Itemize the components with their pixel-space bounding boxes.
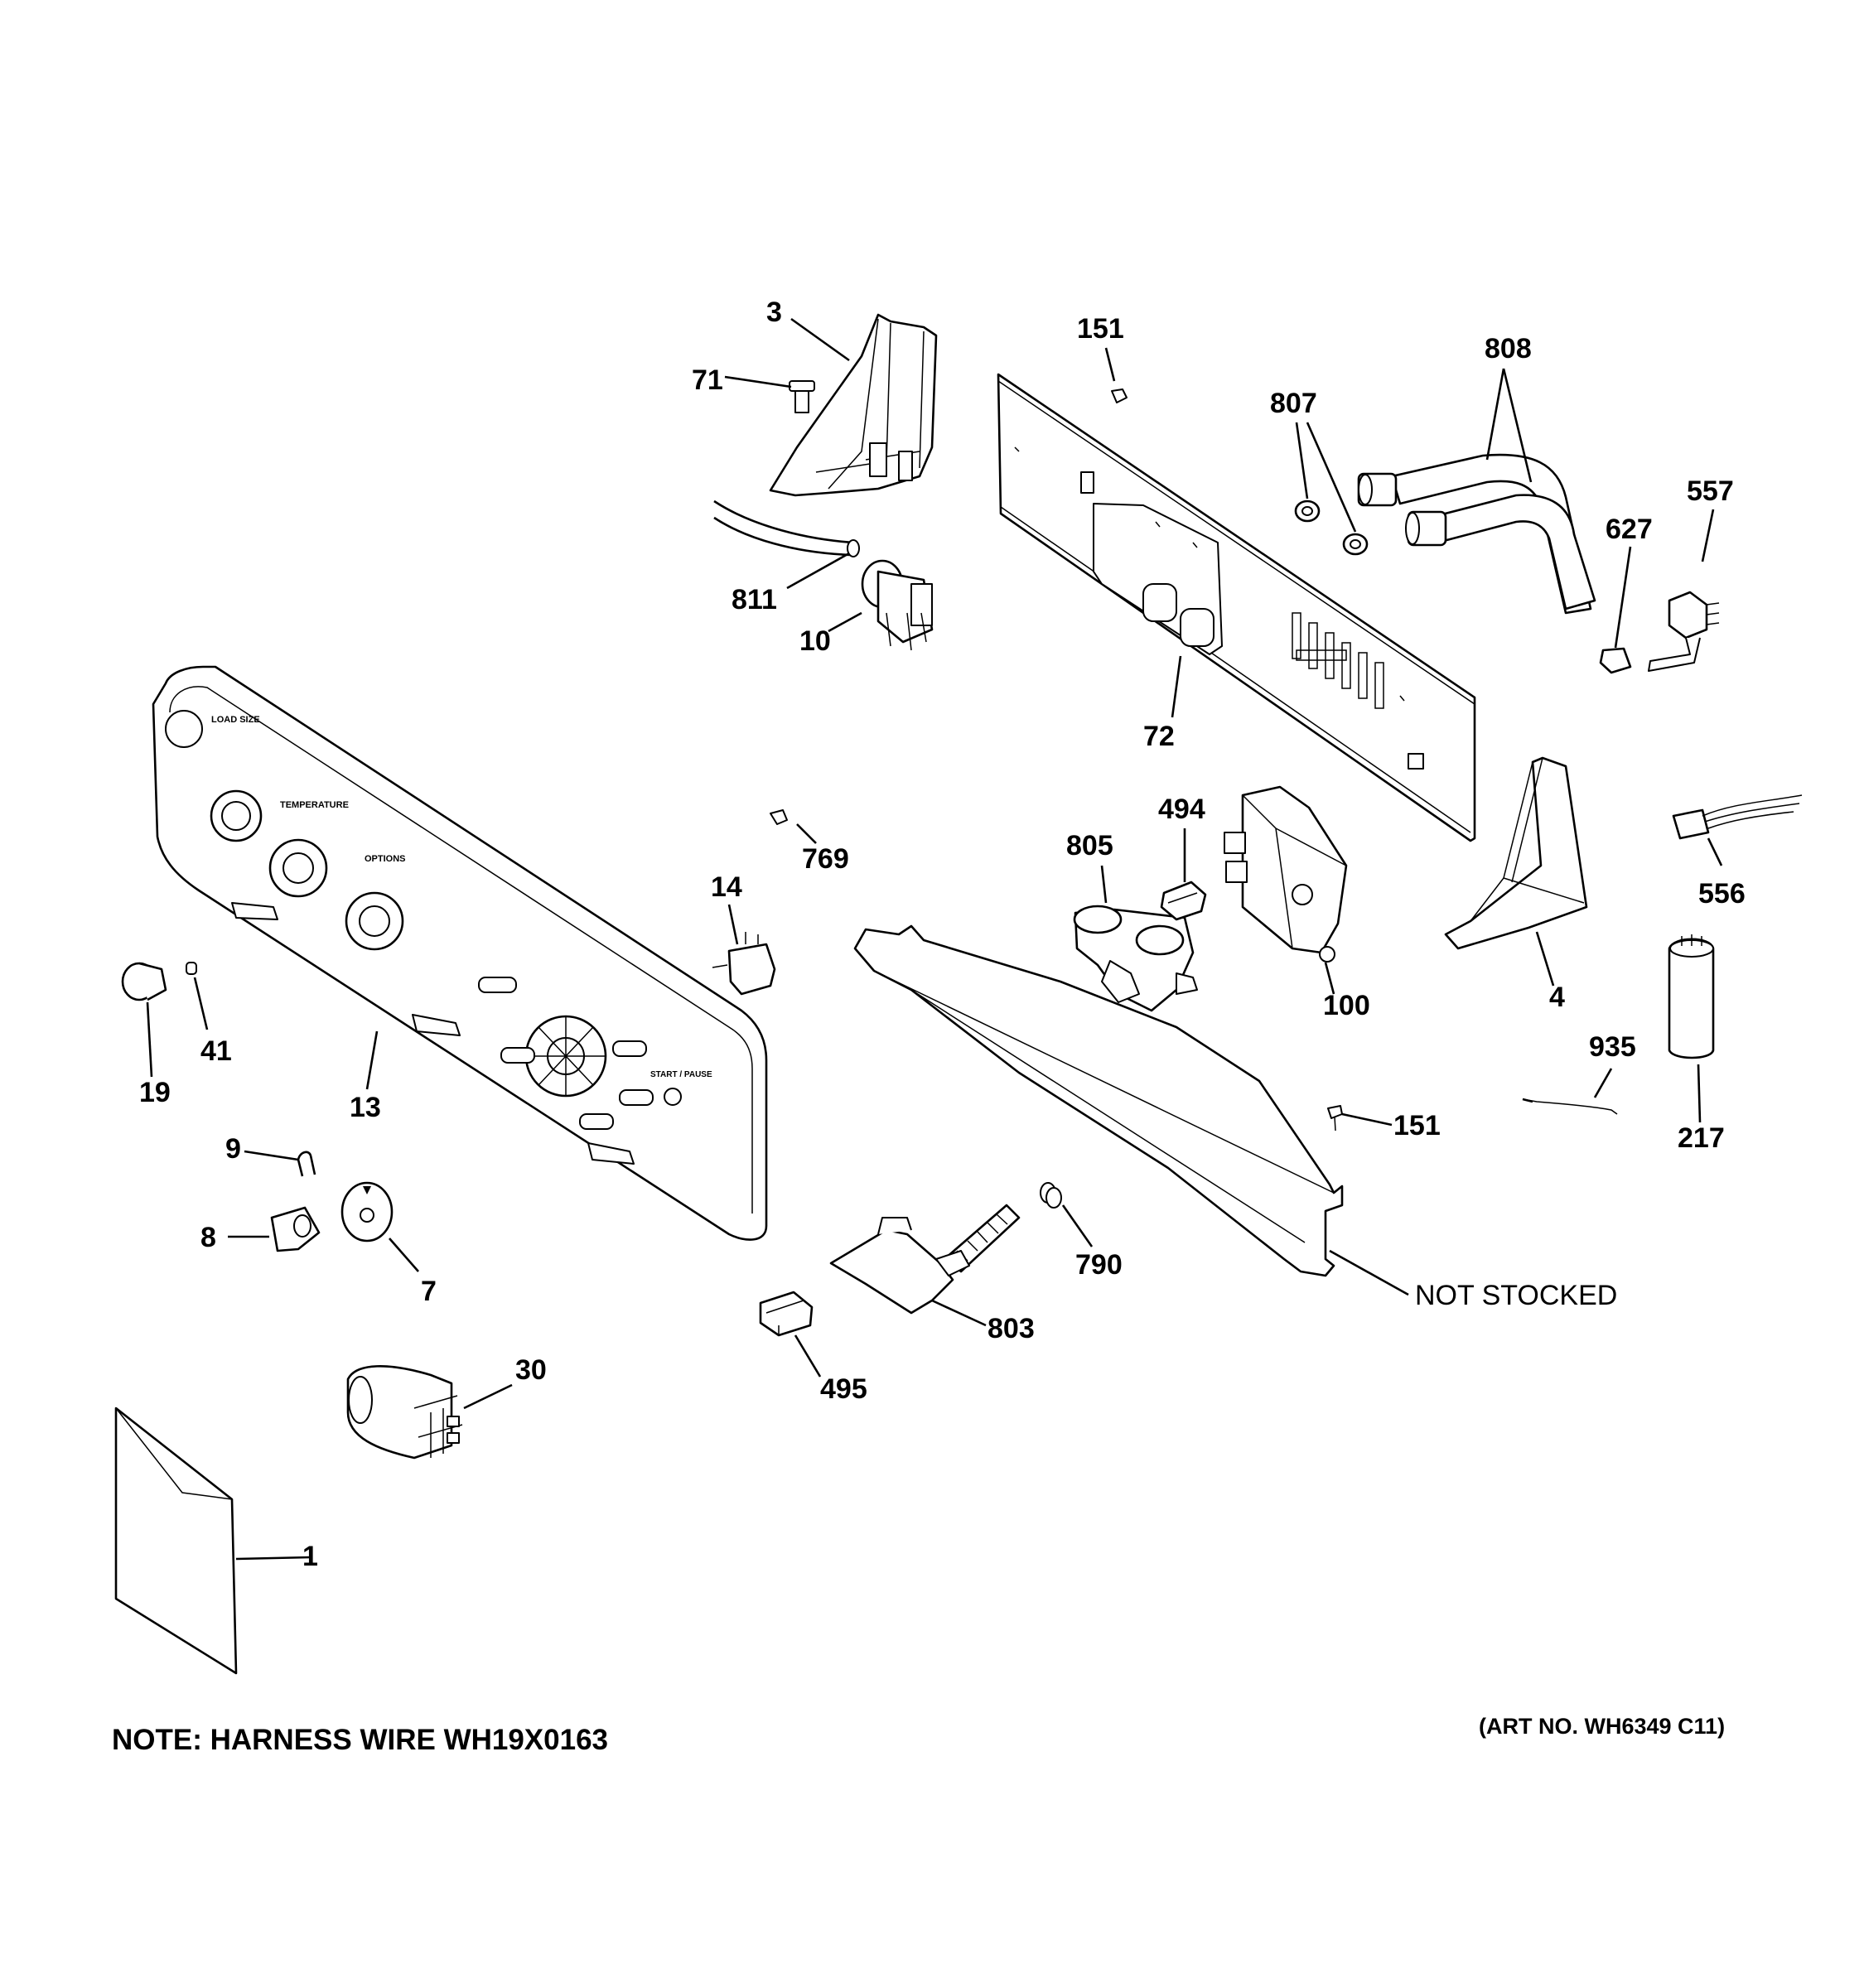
callout-151-lower: 151 [1393,1110,1441,1141]
callout-41: 41 [200,1035,232,1067]
part-935-wire [1522,1098,1618,1115]
callout-808: 808 [1485,333,1532,364]
part-13-control-panel: LOAD SIZE TEMPERATURE OPTIONS START / PA… [152,665,768,1241]
callout-14: 14 [711,871,742,903]
part-627-grommet [1599,647,1632,674]
not-stocked-bracket [853,924,1344,1277]
callout-807: 807 [1270,388,1317,419]
callout-labels: 3 71 151 807 808 557 627 811 10 72 494 8… [139,297,1746,1572]
callout-13: 13 [350,1092,381,1123]
part-811-hose [713,499,860,557]
callout-151-top: 151 [1077,313,1124,345]
art-number: (ART NO. WH6349 C11) [1479,1714,1725,1739]
svg-text:TEMPERATURE: TEMPERATURE [280,800,349,810]
callout-935: 935 [1589,1031,1636,1063]
part-14-switch [712,932,776,996]
callout-556: 556 [1698,878,1746,910]
callout-790: 790 [1075,1249,1123,1281]
part-805-water-valve [1073,905,1198,1012]
callout-72: 72 [1143,721,1175,752]
callout-495: 495 [820,1373,867,1405]
callout-not-stocked: NOT STOCKED [1415,1280,1617,1311]
part-151-screw-top [1111,388,1128,403]
part-41-spring [186,962,197,975]
callout-7: 7 [421,1276,437,1307]
callout-8: 8 [200,1222,216,1253]
part-100-timer [1224,785,1348,963]
callout-19: 19 [139,1077,171,1108]
part-557-connector [1648,591,1720,672]
part-30-capacitor [346,1365,463,1460]
callout-30: 30 [515,1354,547,1386]
callout-1: 1 [302,1541,318,1572]
callout-71: 71 [692,364,723,396]
leader-lines [146,317,1723,1561]
part-3-end-cap [769,313,938,497]
part-769-screw [770,809,788,825]
callout-627: 627 [1606,514,1653,545]
part-803-dispenser [829,1204,1021,1315]
part-4-end-cap [1444,756,1588,950]
svg-text:LOAD SIZE: LOAD SIZE [211,715,260,725]
callout-803: 803 [988,1313,1035,1344]
callout-100: 100 [1323,990,1370,1021]
part-9-clip [297,1151,316,1177]
part-10-pressure-switch [861,559,934,651]
callout-3: 3 [766,297,782,328]
part-556-wire-connector [1672,794,1803,840]
part-19-knob [121,962,167,1001]
callout-9: 9 [225,1133,241,1165]
part-790-clamp [1040,1182,1062,1209]
harness-wire-note: NOTE: HARNESS WIRE WH19X0163 [112,1724,608,1756]
part-495-connector [759,1291,814,1337]
part-151-screw-lower [1327,1105,1343,1132]
callout-811: 811 [732,584,777,615]
svg-text:START / PAUSE: START / PAUSE [650,1070,712,1079]
part-807-washers [1294,499,1369,556]
part-72-backsplash-panel [997,373,1476,842]
callout-805: 805 [1066,830,1113,861]
callout-769: 769 [802,843,849,875]
callout-4: 4 [1549,982,1565,1013]
svg-text:OPTIONS: OPTIONS [365,854,406,864]
callout-494: 494 [1158,794,1205,825]
callout-10: 10 [799,625,831,657]
part-494-connector [1160,881,1207,921]
part-71-screw [789,380,815,413]
callout-217: 217 [1678,1122,1725,1154]
callout-557: 557 [1687,475,1734,507]
part-808-inlet-hoses [1357,453,1596,615]
part-1-literature [114,1407,238,1675]
part-7-skirt [340,1181,394,1242]
part-217-capacitor [1668,934,1715,1059]
part-8-knob [270,1206,321,1252]
